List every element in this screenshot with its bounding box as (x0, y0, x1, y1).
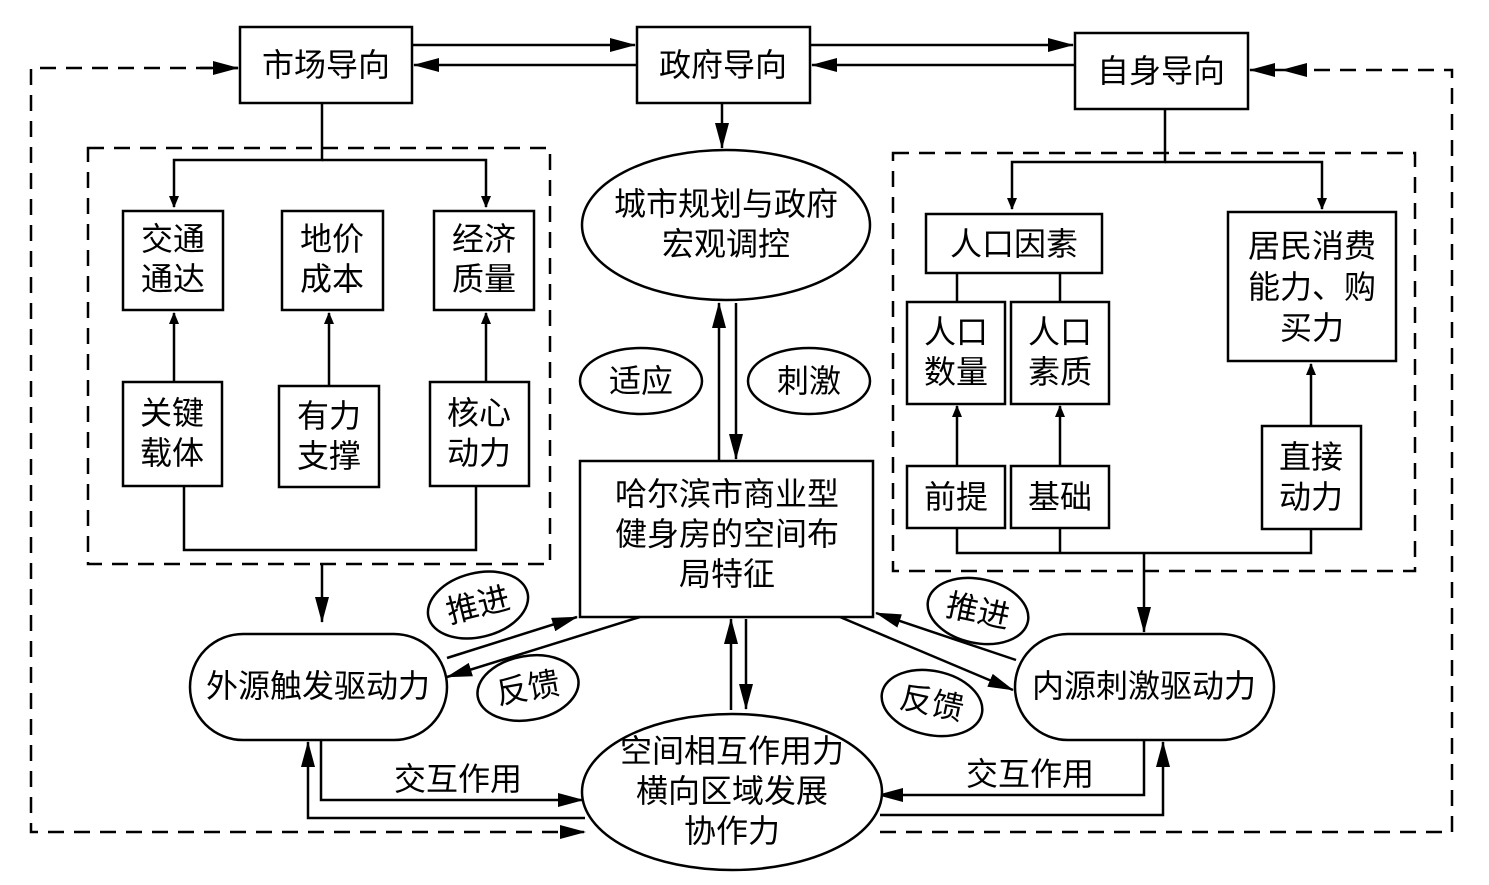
internal-driver-label: 内源刺激驱动力 (1032, 667, 1256, 705)
government-orientation-box (635, 25, 812, 105)
feedback-left-bubble (476, 654, 580, 722)
center-label-1: 哈尔滨市商业型 (615, 475, 839, 513)
spatial-to-internal-arrow (880, 741, 1170, 817)
internal-to-spatial-arrow (877, 740, 1146, 802)
market-roles-connector (182, 486, 478, 552)
basis-label: 基础 (1028, 478, 1092, 516)
interaction-right-label: 交互作用 (966, 755, 1094, 793)
spatial-force-label-2: 横向区域发展 (636, 772, 828, 810)
key-carrier-box (121, 380, 224, 488)
population-count-label-1: 人口 (924, 313, 988, 351)
outer-dashed-loop-left (29, 66, 586, 839)
planning-label-2: 宏观调控 (662, 225, 790, 263)
spatial-force-ellipse (580, 712, 884, 872)
center-feedback-internal-arrow (839, 615, 1014, 692)
spatial-force-label-3: 协作力 (684, 812, 780, 850)
government-orientation-label: 政府导向 (659, 46, 787, 84)
self-branch-left (1007, 109, 1167, 210)
population-box (924, 212, 1104, 275)
spatial-to-external-arrow (301, 741, 585, 820)
planning-label-1: 城市规划与政府 (614, 185, 838, 223)
external-driver-label: 外源触发驱动力 (206, 667, 430, 705)
market-branch-left (169, 103, 324, 208)
self-factors-frame (891, 151, 1417, 573)
traffic-label-1: 交通 (141, 220, 205, 258)
population-quality-label-2: 素质 (1028, 353, 1092, 391)
push-left-bubble (426, 570, 530, 640)
adapt-label: 适应 (609, 362, 673, 400)
traffic-box (121, 209, 225, 312)
premise-label: 前提 (924, 478, 988, 516)
self-roles-connector (955, 528, 1313, 555)
population-count-box (905, 300, 1007, 406)
strong-support-label-1: 有力 (297, 397, 361, 435)
self-orientation-box (1073, 31, 1250, 111)
consumption-box (1226, 210, 1398, 363)
self-orientation-label: 自身导向 (1097, 52, 1225, 90)
direct-power-label-1: 直接 (1279, 438, 1343, 476)
consumption-label-3: 买力 (1280, 309, 1344, 347)
stimulate-bubble (746, 346, 872, 416)
push-right-bubble (926, 576, 1030, 646)
external-push-arrow (446, 615, 578, 660)
land-price-label-2: 成本 (300, 260, 364, 298)
population-quality-box (1009, 300, 1111, 406)
external-driver-box (188, 632, 449, 742)
economy-label-2: 质量 (452, 260, 516, 298)
interaction-left-label: 交互作用 (394, 760, 522, 798)
basis-box (1009, 464, 1111, 530)
core-power-label-1: 核心 (447, 394, 511, 432)
adapt-bubble (578, 346, 704, 416)
economy-box (432, 209, 536, 312)
spatial-force-label-1: 空间相互作用力 (620, 732, 844, 770)
market-factors-frame (86, 146, 552, 566)
center-label-3: 局特征 (679, 555, 775, 593)
market-branch-right (322, 158, 491, 208)
population-label: 人口因素 (950, 225, 1078, 263)
core-power-label-2: 动力 (447, 434, 511, 472)
traffic-label-2: 通达 (141, 260, 205, 298)
land-price-label-1: 地价 (300, 220, 364, 258)
direct-power-label-2: 动力 (1279, 478, 1343, 516)
center-label-2: 健身房的空间布 (615, 515, 839, 553)
consumption-label-1: 居民消费 (1248, 227, 1376, 265)
stimulate-label: 刺激 (777, 362, 841, 400)
premise-box (905, 464, 1007, 530)
center-feedback-external-arrow (446, 615, 641, 679)
internal-push-arrow (875, 611, 1017, 662)
key-carrier-label-1: 关键 (140, 394, 204, 432)
population-quality-label-1: 人口 (1028, 313, 1092, 351)
outer-dashed-loop-right (880, 63, 1454, 834)
consumption-label-2: 能力、购 (1248, 268, 1376, 306)
economy-label-1: 经济 (452, 220, 516, 258)
direct-power-box (1260, 424, 1363, 531)
core-power-box (428, 380, 531, 488)
market-orientation-label: 市场导向 (262, 46, 390, 84)
key-carrier-label-2: 载体 (140, 434, 204, 472)
self-branch-right (1165, 160, 1327, 210)
land-price-box (280, 209, 385, 312)
planning-ellipse (580, 148, 872, 302)
strong-support-label-2: 支撑 (297, 437, 361, 475)
center-box (578, 459, 875, 619)
market-orientation-box (238, 25, 414, 105)
feedback-right-bubble (880, 668, 984, 738)
external-to-spatial-arrow (319, 740, 584, 807)
population-count-label-2: 数量 (924, 353, 988, 391)
strong-support-box (277, 384, 381, 489)
